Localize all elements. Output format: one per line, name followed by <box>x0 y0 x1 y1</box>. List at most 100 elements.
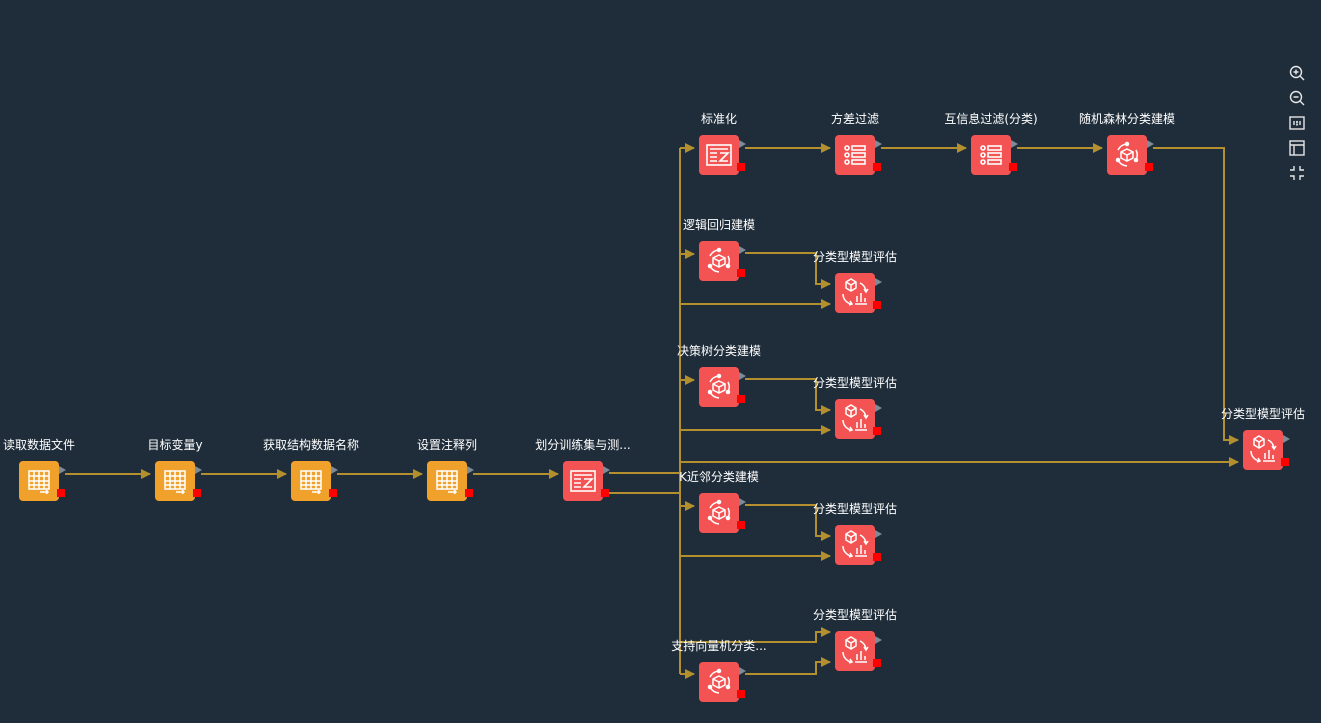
status-indicator <box>873 163 881 171</box>
output-port[interactable] <box>195 466 202 474</box>
node-label: 目标变量y <box>147 438 203 452</box>
model-cube-icon <box>699 662 739 702</box>
node-label: 标准化 <box>700 112 738 126</box>
status-indicator <box>737 269 745 277</box>
node-mutual-info-filter[interactable]: 互信息过滤(分类) <box>944 112 1038 175</box>
status-indicator <box>873 659 881 667</box>
node-set-comment-column[interactable]: 设置注释列 <box>417 438 477 501</box>
node-logistic-regression[interactable]: 逻辑回归建模 <box>683 218 755 281</box>
node-read-data-file[interactable]: 读取数据文件 <box>3 438 75 501</box>
node-target-variable[interactable]: 目标变量y <box>147 438 203 501</box>
node-variance-filter[interactable]: 方差过滤 <box>831 112 882 175</box>
zoom-in-icon[interactable] <box>1288 64 1306 82</box>
node-label: K近邻分类建模 <box>679 470 759 484</box>
transform-icon <box>563 461 603 501</box>
status-indicator <box>1145 163 1153 171</box>
node-label: 划分训练集与测... <box>535 438 631 452</box>
node-label: 读取数据文件 <box>2 438 76 452</box>
output-port[interactable] <box>875 278 882 286</box>
fit-layout-icon[interactable] <box>1288 139 1306 157</box>
status-indicator <box>873 301 881 309</box>
status-indicator <box>1281 458 1289 466</box>
output-port[interactable] <box>331 466 338 474</box>
filter-list-icon <box>835 135 875 175</box>
node-label: 逻辑回归建模 <box>682 218 756 232</box>
model-cube-icon <box>699 493 739 533</box>
node-label: 支持向量机分类... <box>671 639 767 653</box>
node-eval-svm[interactable]: 分类型模型评估 <box>813 608 897 671</box>
model-cube-icon <box>699 241 739 281</box>
evaluate-icon <box>835 525 875 565</box>
node-split-train-test[interactable]: 划分训练集与测... <box>535 438 631 501</box>
table-icon <box>19 461 59 501</box>
output-port[interactable] <box>875 404 882 412</box>
status-indicator <box>737 521 745 529</box>
output-port[interactable] <box>739 246 746 254</box>
model-cube-icon <box>699 367 739 407</box>
output-port[interactable] <box>875 530 882 538</box>
node-eval-logistic[interactable]: 分类型模型评估 <box>813 250 897 313</box>
node-label: 互信息过滤(分类) <box>944 112 1038 126</box>
transform-icon <box>699 135 739 175</box>
status-indicator <box>737 163 745 171</box>
canvas-toolbar <box>1288 64 1308 189</box>
actual-size-icon[interactable] <box>1288 114 1306 132</box>
node-label: 分类型模型评估 <box>1220 407 1306 421</box>
status-indicator <box>57 489 65 497</box>
status-indicator <box>873 427 881 435</box>
table-icon <box>155 461 195 501</box>
status-indicator <box>737 690 745 698</box>
output-port[interactable] <box>739 140 746 148</box>
node-eval-decision-tree[interactable]: 分类型模型评估 <box>813 376 897 439</box>
status-indicator <box>601 489 609 497</box>
status-indicator <box>737 395 745 403</box>
output-port[interactable] <box>59 466 66 474</box>
node-standardize[interactable]: 标准化 <box>699 112 746 175</box>
edge <box>745 657 831 675</box>
node-knn[interactable]: K近邻分类建模 <box>679 470 759 533</box>
node-label: 分类型模型评估 <box>812 376 898 390</box>
output-port[interactable] <box>739 667 746 675</box>
evaluate-icon <box>835 273 875 313</box>
node-label: 获取结构数据名称 <box>262 438 360 452</box>
evaluate-icon <box>835 399 875 439</box>
output-port[interactable] <box>1011 140 1018 148</box>
status-indicator <box>465 489 473 497</box>
evaluate-icon <box>1243 430 1283 470</box>
node-eval-random-forest[interactable]: 分类型模型评估 <box>1221 407 1305 470</box>
node-label: 随机森林分类建模 <box>1078 112 1176 126</box>
node-label: 决策树分类建模 <box>676 344 762 358</box>
filter-list-icon <box>971 135 1011 175</box>
collapse-icon[interactable] <box>1288 164 1306 182</box>
zoom-out-icon[interactable] <box>1288 89 1306 107</box>
output-port[interactable] <box>1147 140 1154 148</box>
output-port[interactable] <box>1283 435 1290 443</box>
output-port[interactable] <box>739 372 746 380</box>
node-svm[interactable]: 支持向量机分类... <box>671 639 767 702</box>
output-port[interactable] <box>875 140 882 148</box>
status-indicator <box>193 489 201 497</box>
node-label: 分类型模型评估 <box>812 608 898 622</box>
evaluate-icon <box>835 631 875 671</box>
status-indicator <box>1009 163 1017 171</box>
node-label: 分类型模型评估 <box>812 250 898 264</box>
output-port[interactable] <box>875 636 882 644</box>
edge <box>1153 147 1239 445</box>
table-icon <box>427 461 467 501</box>
status-indicator <box>873 553 881 561</box>
node-label: 方差过滤 <box>830 112 880 126</box>
output-port[interactable] <box>603 466 610 474</box>
node-label: 设置注释列 <box>416 438 478 452</box>
status-indicator <box>329 489 337 497</box>
table-icon <box>291 461 331 501</box>
model-cube-icon <box>1107 135 1147 175</box>
output-port[interactable] <box>467 466 474 474</box>
node-get-structure-name[interactable]: 获取结构数据名称 <box>263 438 359 501</box>
output-port[interactable] <box>739 498 746 506</box>
node-label: 分类型模型评估 <box>812 502 898 516</box>
node-random-forest[interactable]: 随机森林分类建模 <box>1079 112 1175 175</box>
node-eval-knn[interactable]: 分类型模型评估 <box>813 502 897 565</box>
node-decision-tree[interactable]: 决策树分类建模 <box>677 344 761 407</box>
